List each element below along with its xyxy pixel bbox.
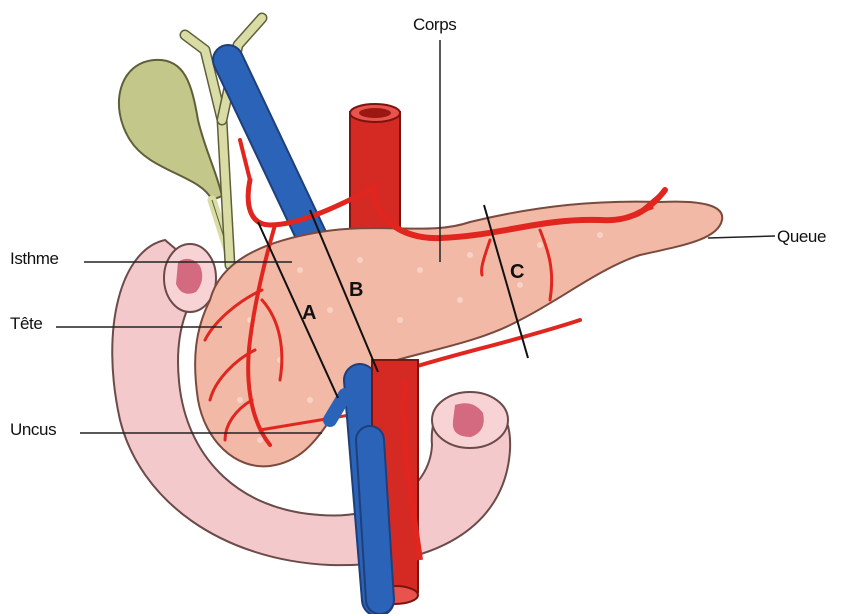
label-uncus: Uncus bbox=[10, 420, 56, 439]
label-isthme: Isthme bbox=[10, 249, 59, 268]
portal-vein bbox=[228, 60, 318, 250]
label-corps: Corps bbox=[413, 15, 456, 34]
label-tete: Tête bbox=[10, 314, 42, 333]
section-label-b: B bbox=[349, 279, 363, 301]
section-label-c: C bbox=[510, 261, 524, 283]
vein-front bbox=[370, 440, 380, 600]
section-label-a: A bbox=[302, 302, 316, 324]
label-queue: Queue bbox=[777, 227, 826, 246]
leader-queue bbox=[708, 236, 775, 238]
